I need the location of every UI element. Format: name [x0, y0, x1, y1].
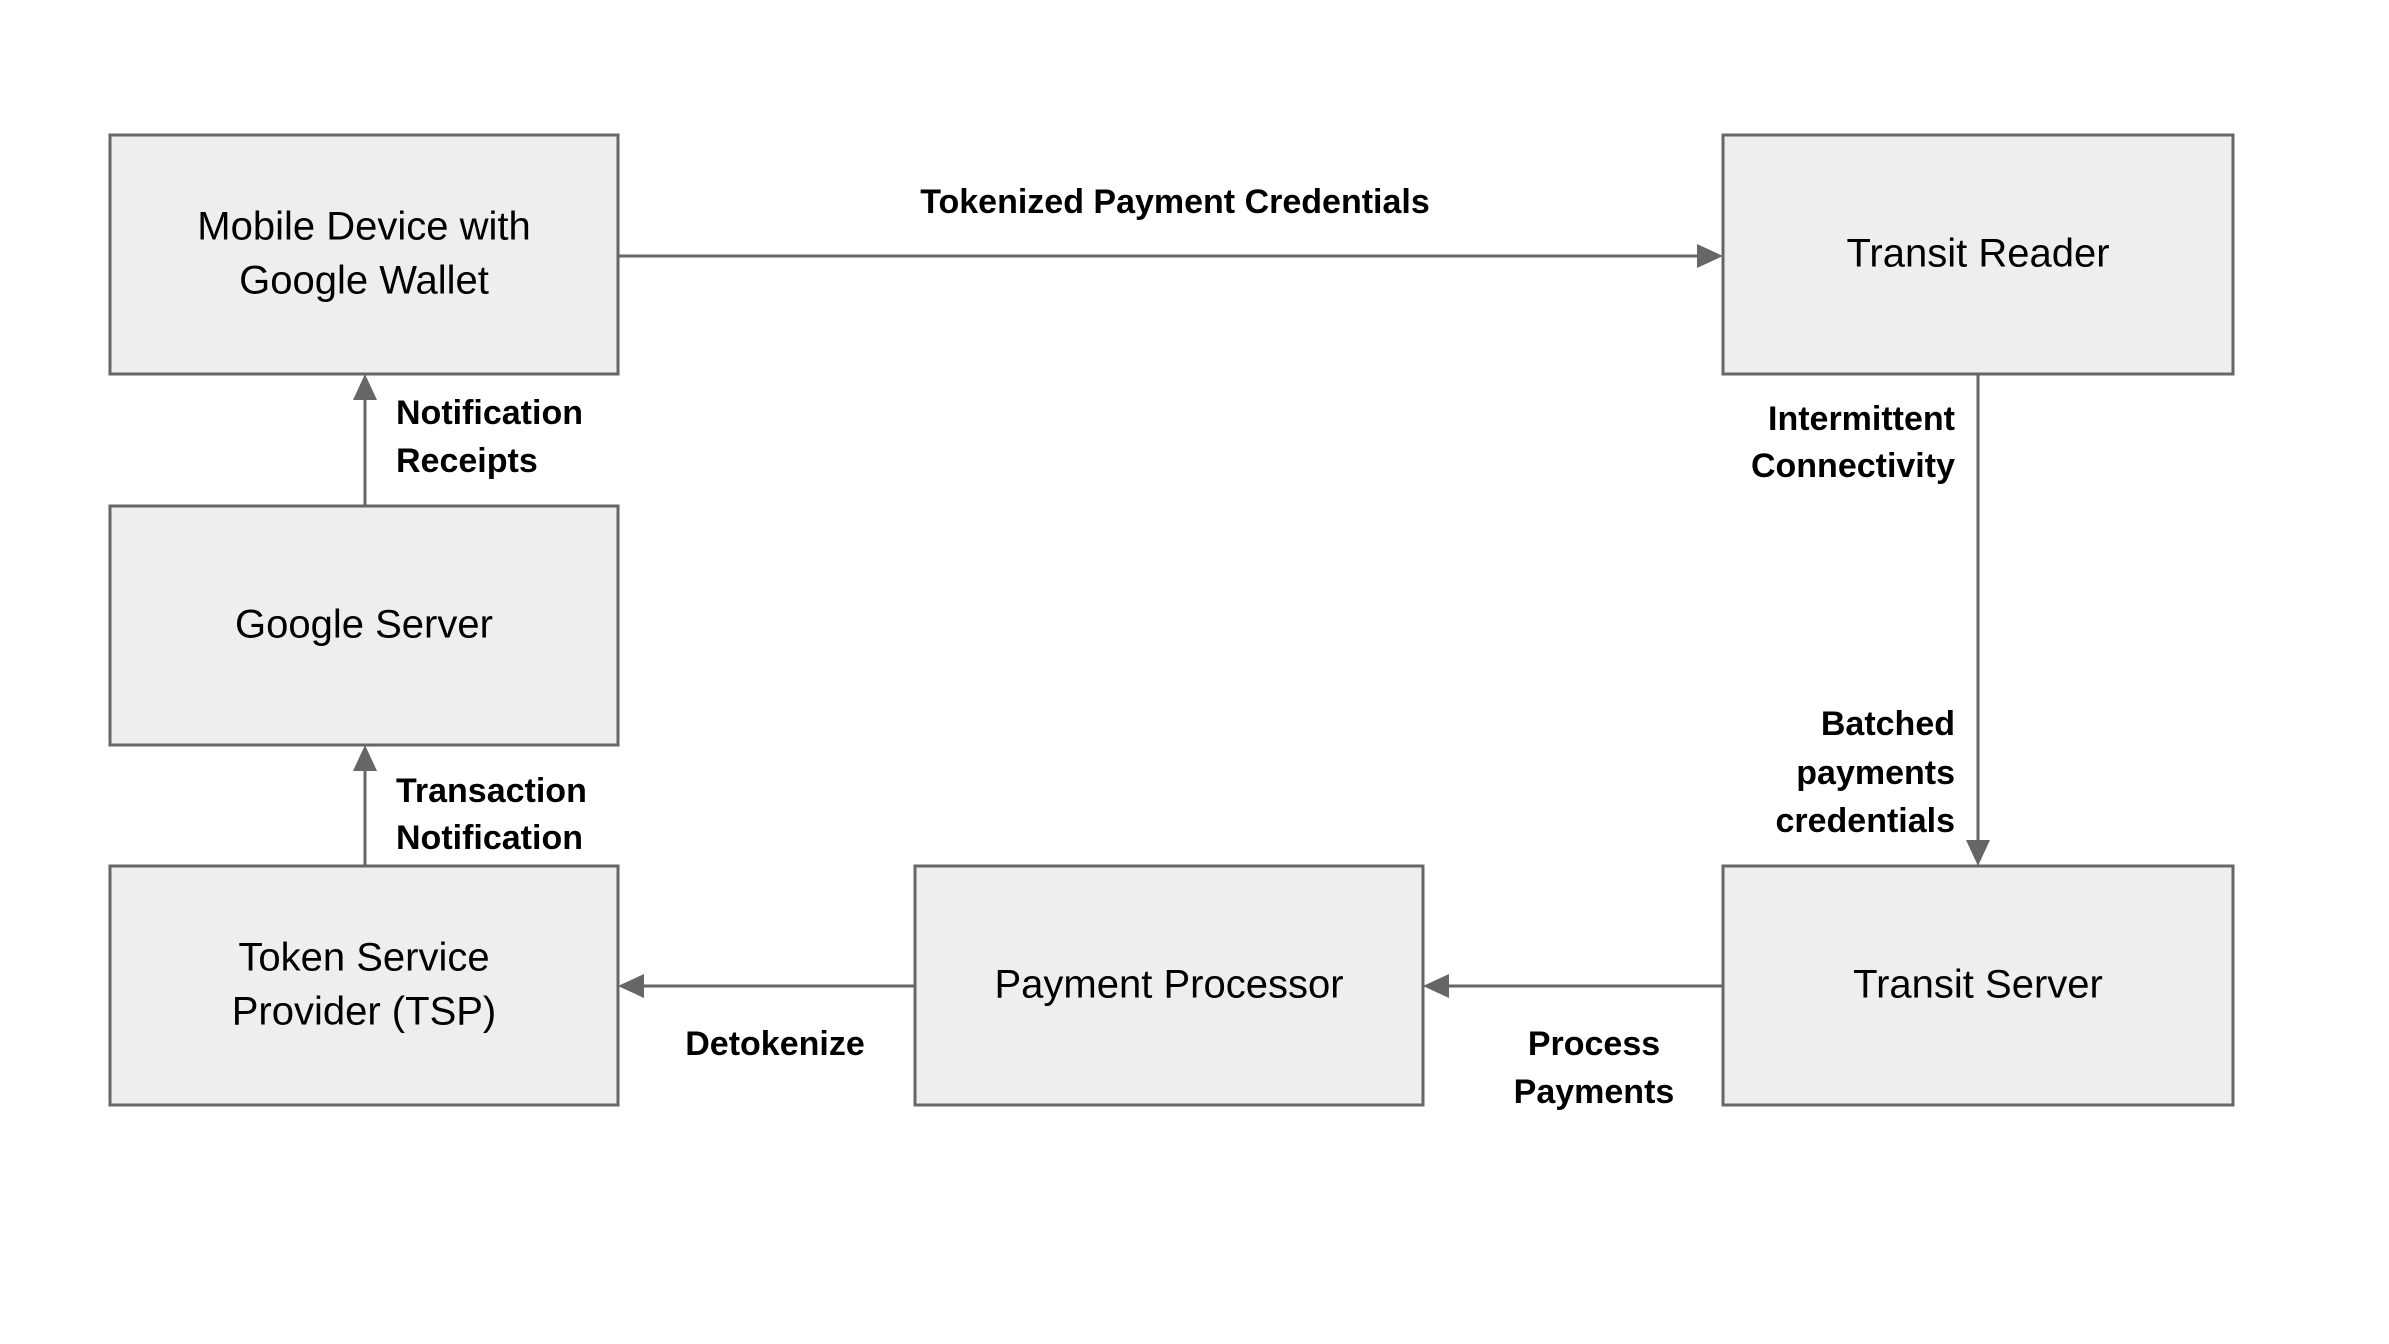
node-rect-payment-processor[interactable]	[913, 864, 1425, 1107]
edge-label-notification-receipts-line1: Notification	[396, 394, 583, 432]
edge-label-batched-payments-credentials-line3: credentials	[1775, 802, 1955, 840]
edge-label-transaction-notification-line1: Transaction	[396, 772, 587, 810]
edge-label-notification-receipts-line2: Receipts	[396, 442, 538, 480]
arrowhead-icon	[1423, 974, 1449, 998]
edge-label-batched-payments-credentials-line2: payments	[1796, 754, 1955, 792]
edge-label-process-payments-line2: Payments	[1514, 1073, 1675, 1111]
node-rect-transit-reader[interactable]	[1721, 133, 2235, 376]
node-label-token-service-provider-line2: Provider (TSP)	[232, 990, 497, 1034]
arrowhead-icon	[353, 745, 377, 771]
edge-notification-receipts: Notification Receipts	[353, 374, 583, 506]
edge-label-tokenized-payment-credentials: Tokenized Payment Credentials	[920, 183, 1430, 221]
arrowhead-icon	[1966, 840, 1990, 866]
node-mobile-device[interactable]: Mobile Device with Google Wallet	[108, 133, 620, 376]
edge-label-transaction-notification-line2: Notification	[396, 819, 583, 857]
arrowhead-icon	[618, 974, 644, 998]
node-payment-processor[interactable]: Payment Processor	[913, 864, 1425, 1107]
node-rect-mobile-device[interactable]	[108, 133, 620, 376]
node-transit-reader[interactable]: Transit Reader	[1721, 133, 2235, 376]
node-label-payment-processor: Payment Processor	[994, 963, 1343, 1007]
edge-tokenized-payment-credentials: Tokenized Payment Credentials	[618, 183, 1723, 268]
node-label-mobile-device-line2: Google Wallet	[239, 259, 489, 303]
arrowhead-icon	[353, 374, 377, 400]
node-label-mobile-device-line1: Mobile Device with	[197, 205, 530, 249]
node-label-transit-server: Transit Server	[1853, 963, 2103, 1007]
node-rect-google-server[interactable]	[108, 504, 620, 747]
edge-label-detokenize: Detokenize	[685, 1025, 865, 1063]
edge-transaction-notification: Transaction Notification	[353, 745, 587, 866]
edge-label-intermittent-connectivity-line2: Connectivity	[1751, 447, 1955, 485]
node-label-google-server: Google Server	[235, 603, 493, 647]
edge-transit-reader-to-transit-server: Intermittent Connectivity Batched paymen…	[1751, 374, 1990, 866]
edge-label-process-payments-line1: Process	[1528, 1025, 1660, 1063]
node-rect-transit-server[interactable]	[1721, 864, 2235, 1107]
node-token-service-provider[interactable]: Token Service Provider (TSP)	[108, 864, 620, 1107]
edge-label-intermittent-connectivity-line1: Intermittent	[1768, 400, 1955, 438]
node-rect-token-service-provider[interactable]	[108, 864, 620, 1107]
node-label-token-service-provider-line1: Token Service	[238, 936, 489, 980]
node-transit-server[interactable]: Transit Server	[1721, 864, 2235, 1107]
edge-label-batched-payments-credentials-line1: Batched	[1821, 705, 1955, 743]
node-google-server[interactable]: Google Server	[108, 504, 620, 747]
edge-process-payments: Process Payments	[1423, 974, 1723, 1111]
edge-detokenize: Detokenize	[618, 974, 915, 1063]
arrowhead-icon	[1697, 244, 1723, 268]
node-label-transit-reader: Transit Reader	[1846, 232, 2109, 276]
